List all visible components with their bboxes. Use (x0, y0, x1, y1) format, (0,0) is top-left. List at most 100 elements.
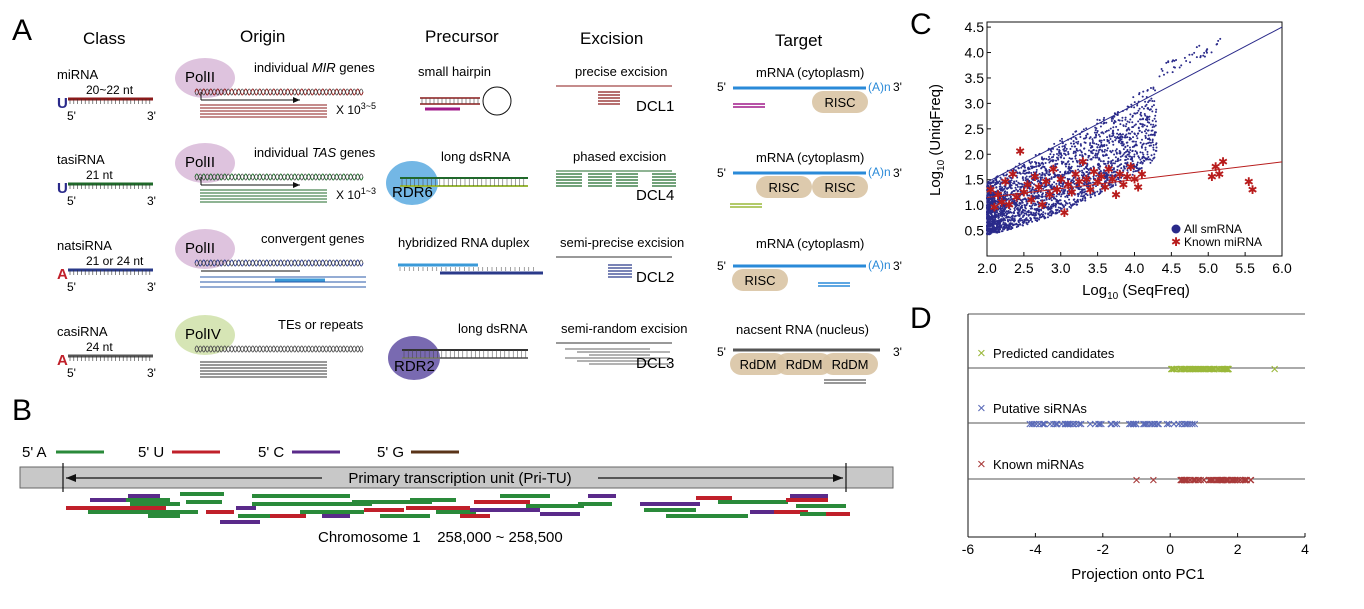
smrna-point (1068, 205, 1071, 208)
series-points-2: ××××××××××××××××××××××××××××××××××××××××… (1132, 472, 1255, 489)
smrna-point (1021, 215, 1024, 218)
smrna-point (1052, 170, 1055, 173)
smrna-point (1095, 143, 1098, 146)
legend-label-2: Known miRNAs (993, 457, 1085, 472)
legend-marker-0: × (977, 345, 986, 362)
smrna-point (1016, 185, 1019, 188)
smrna-point (1106, 162, 1109, 165)
smrna-point (1152, 104, 1155, 107)
smrna-point (1141, 143, 1144, 146)
chromosome-location: Chromosome 1 258,000 ~ 258,500 (318, 529, 563, 546)
smrna-point (1151, 119, 1154, 122)
x-tick-label: -2 (1097, 541, 1110, 557)
smrna-point (1139, 122, 1142, 125)
read-11 (252, 494, 350, 498)
smrna-point (1153, 153, 1156, 156)
smrna-point (1122, 153, 1125, 156)
smrna-point (1149, 123, 1152, 126)
smrna-point (1119, 123, 1122, 126)
smrna-point (1155, 146, 1158, 149)
smrna-point (1158, 75, 1161, 78)
smrna-point (1044, 212, 1047, 215)
read-30 (644, 508, 696, 512)
smrna-point (1161, 69, 1164, 72)
precursor-label: small hairpin (418, 64, 491, 79)
smrna-point (1006, 219, 1009, 222)
smrna-point (1000, 230, 1003, 233)
smrna-point (1045, 171, 1048, 174)
smrna-point (1069, 206, 1072, 209)
smrna-point (1060, 195, 1063, 198)
smrna-point (999, 225, 1002, 228)
smrna-point (1036, 220, 1039, 223)
smrna-point (1077, 184, 1080, 187)
smrna-point (1084, 199, 1087, 202)
y-tick-label: 2.0 (965, 146, 985, 162)
smrna-point (1037, 194, 1040, 197)
smrna-point (989, 232, 992, 235)
copy-number: X 103~5 (336, 101, 376, 117)
pri-tu-bar (19, 466, 894, 489)
dcl-label: DCL3 (636, 355, 674, 372)
pc1-point: × (1181, 416, 1190, 433)
smrna-point (1068, 163, 1071, 166)
smrna-point (1151, 126, 1154, 129)
smrna-point (1094, 194, 1097, 197)
smrna-point (1183, 56, 1186, 59)
smrna-point (1017, 221, 1020, 224)
smrna-point (1126, 149, 1129, 152)
smrna-point (1064, 195, 1067, 198)
smrna-point (1027, 211, 1030, 214)
smrna-point (1052, 190, 1055, 193)
smrna-point (1018, 182, 1021, 185)
smrna-point (1010, 222, 1013, 225)
smrna-point (987, 220, 990, 223)
smrna-point (1066, 194, 1069, 197)
x-tick-label: 6.0 (1272, 260, 1292, 276)
mirna-point: ✱ (1218, 155, 1228, 169)
smrna-point (1147, 156, 1150, 159)
mirna-point: ✱ (1059, 206, 1069, 220)
smrna-point (1096, 190, 1099, 193)
smrna-point (993, 193, 996, 196)
smrna-point (1152, 86, 1155, 89)
smrna-point (1141, 125, 1144, 128)
smrna-point (1121, 135, 1124, 138)
smrna-point (1064, 165, 1067, 168)
smrna-point (1095, 131, 1098, 134)
smrna-point (1102, 169, 1105, 172)
smrna-point (1086, 162, 1089, 165)
smrna-point (1203, 51, 1206, 54)
poly-a-tail: (A)n (868, 80, 891, 94)
smrna-point (1083, 147, 1086, 150)
smrna-point (1037, 162, 1040, 165)
pc1-point: × (1132, 472, 1141, 489)
smrna-point (1049, 160, 1052, 163)
smrna-point (1092, 175, 1095, 178)
smrna-point (1030, 165, 1033, 168)
smrna-point (1133, 133, 1136, 136)
strand-5prime: 5' (67, 194, 76, 208)
smrna-point (1109, 174, 1112, 177)
smrna-point (1140, 114, 1143, 117)
smrna-point (1063, 157, 1066, 160)
smrna-point (1119, 155, 1122, 158)
smrna-point (986, 207, 989, 210)
smrna-point (1129, 149, 1132, 152)
smrna-point (1100, 139, 1103, 142)
smrna-point (1074, 157, 1077, 160)
pc1-point: × (1190, 416, 1199, 433)
smrna-point (1112, 129, 1115, 132)
smrna-point (1043, 177, 1046, 180)
smrna-point (1005, 210, 1008, 213)
read-1 (88, 510, 198, 514)
smrna-point (1110, 171, 1113, 174)
smrna-point (1046, 216, 1049, 219)
smrna-point (1162, 73, 1165, 76)
smrna-point (1086, 133, 1089, 136)
smrna-point (1007, 216, 1010, 219)
smrna-point (998, 231, 1001, 234)
panel-c-letter: C (910, 8, 932, 41)
smrna-point (1089, 142, 1092, 145)
mirna-point: ✱ (1133, 180, 1143, 194)
